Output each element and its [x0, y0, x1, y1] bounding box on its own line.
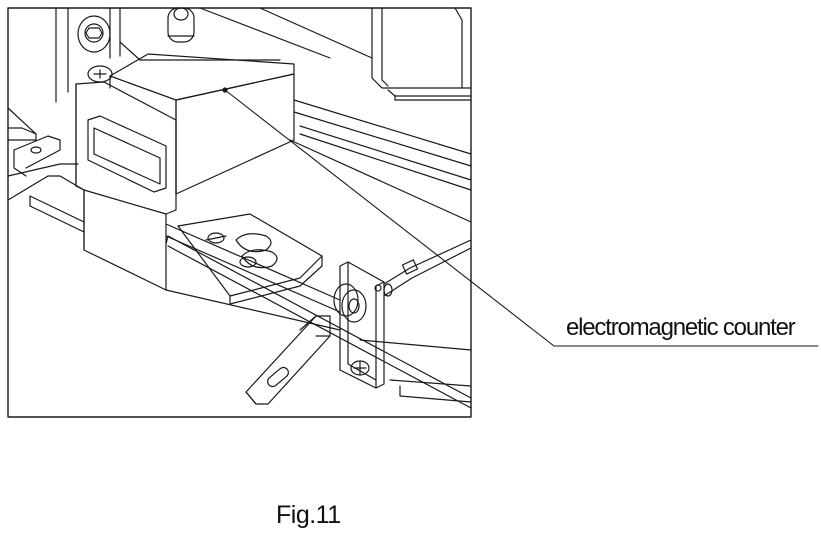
- callout-leader-line: [224, 89, 819, 347]
- shaft-rod: [383, 239, 472, 297]
- base-rail: [7, 163, 472, 409]
- counter-front-plate: [75, 65, 177, 291]
- figure-caption: Fig.11: [276, 501, 341, 529]
- mounting-plate: [177, 213, 323, 305]
- stopper-arm: [165, 223, 341, 331]
- lower-bracket: [245, 315, 331, 405]
- drawing-frame: [7, 7, 472, 418]
- background-frame-structure: [55, 7, 472, 223]
- counter-body: [109, 53, 295, 195]
- switch-bracket: [333, 261, 385, 389]
- left-bracket: [7, 107, 61, 201]
- callout-label: electromagnetic counter: [566, 314, 796, 341]
